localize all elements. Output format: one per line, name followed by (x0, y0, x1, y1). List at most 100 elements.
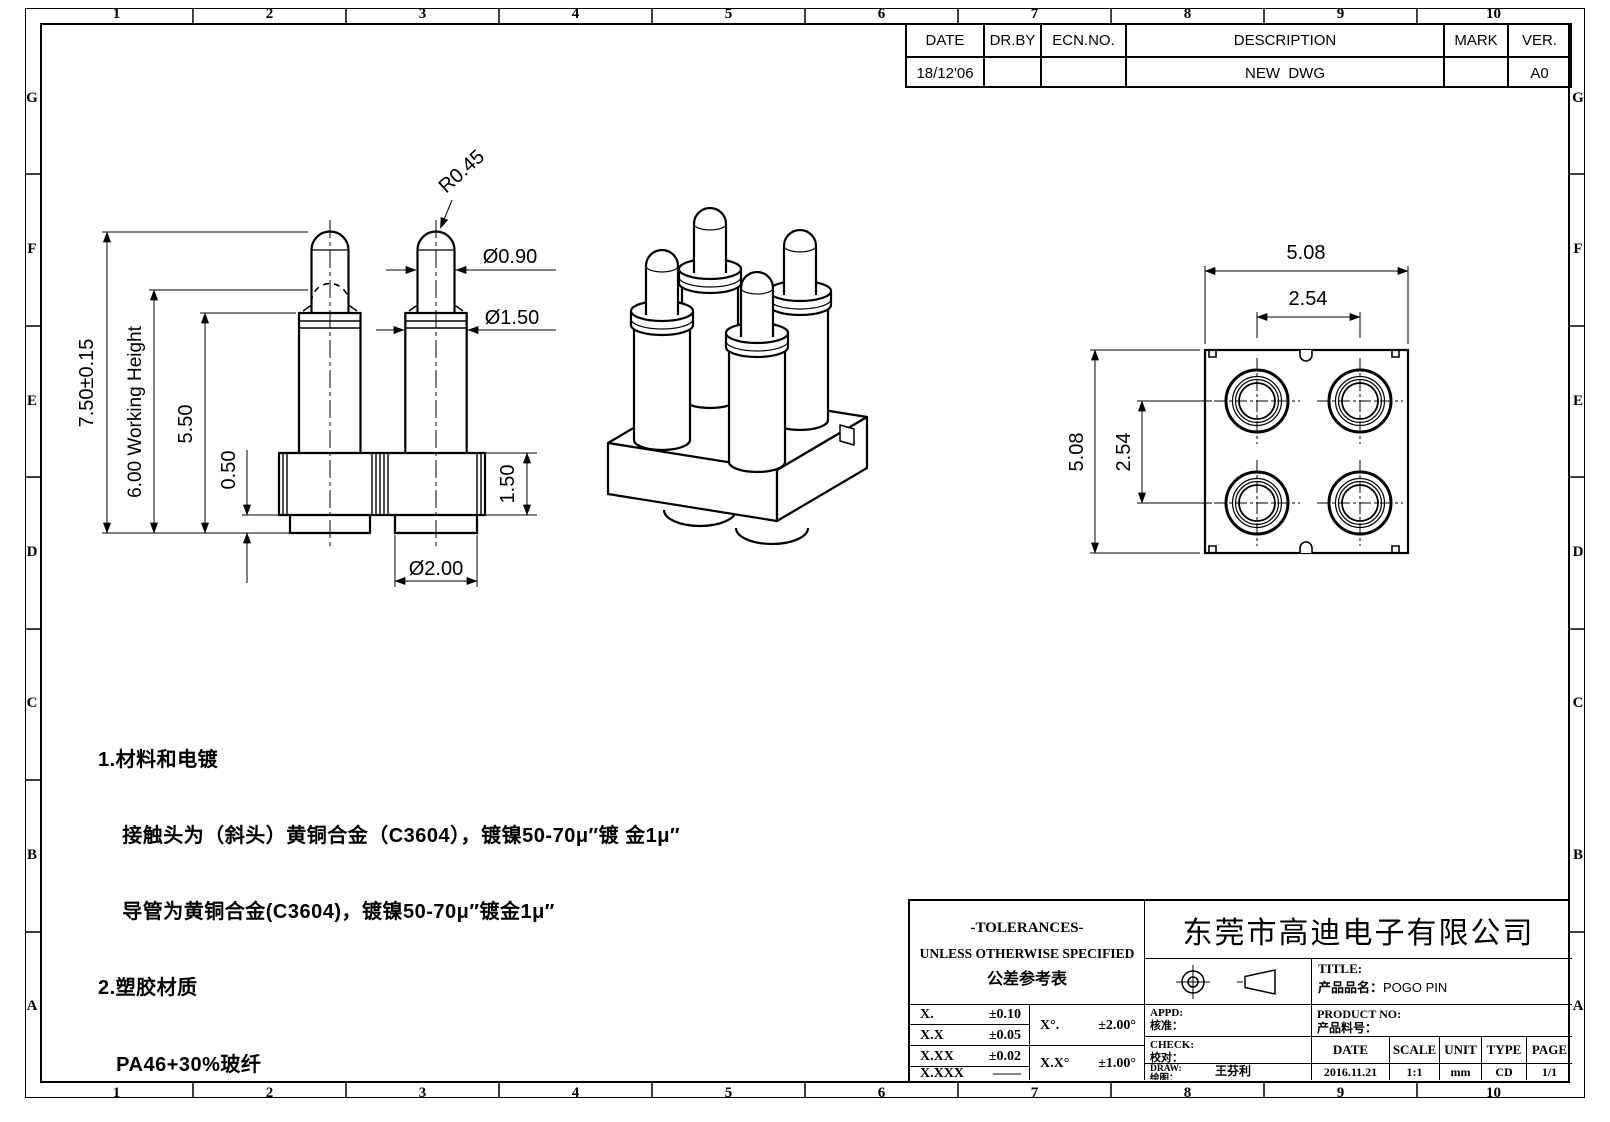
zone-number-bottom: 8 (1183, 1085, 1192, 1101)
rev-value-mark (1445, 56, 1509, 88)
note-line: 1.材料和电镀 (98, 748, 219, 771)
left-pin (297, 230, 362, 453)
company-name: 东莞市高迪电子有限公司 (1145, 901, 1572, 959)
rev-header-date: DATE (907, 23, 985, 56)
page-value: 1/1 (1541, 1064, 1558, 1079)
zone-ticks (25, 8, 1585, 1098)
dim-tail-protrusion: 0.50 (218, 451, 240, 490)
dim-total-height: 7.50±0.15 (76, 339, 98, 428)
zone-letter-left: D (26, 543, 38, 560)
draw-label-cn: 绘图： (1150, 1073, 1179, 1080)
scale-value: 1:1 (1390, 1064, 1440, 1080)
product-no-label-cn: 产品料号： (1317, 1021, 1378, 1035)
zone-number-top: 2 (265, 6, 274, 22)
tolerances-line2: UNLESS OTHERWISE SPECIFIED (919, 946, 1135, 961)
iso-foot (662, 509, 738, 528)
tol-value: ±0.02 (988, 1048, 1021, 1064)
zone-letter-right: C (1572, 695, 1584, 712)
iso-view (606, 206, 869, 546)
side-view-dimensions (102, 199, 556, 587)
dim-body-height: 5.08 (1066, 433, 1088, 472)
zone-number-bottom: 6 (877, 1085, 886, 1101)
zone-letter-right: F (1573, 241, 1583, 258)
zone-number-top: 10 (1486, 6, 1501, 22)
rev-value-description: NEW DWG (1127, 56, 1445, 88)
pin-hole (1214, 460, 1300, 546)
rev-header-drby: DR.BY (985, 23, 1042, 56)
date-value: 2016.11.21 (1312, 1064, 1390, 1080)
note-line: 2.塑胶材质 (98, 977, 198, 1000)
tolerances-line3: 公差参考表 (986, 971, 1067, 988)
tolerances-header: -TOLERANCES- UNLESS OTHERWISE SPECIFIED … (910, 901, 1145, 1005)
title-block: -TOLERANCES- UNLESS OTHERWISE SPECIFIED … (908, 899, 1572, 1083)
zone-number-bottom: 1 (112, 1085, 121, 1101)
zone-letter-left: B (26, 846, 37, 863)
tol-label: X°. (1040, 1017, 1060, 1033)
zone-number-bottom: 7 (1030, 1085, 1039, 1101)
third-angle-projection-icon (1176, 965, 1276, 999)
scale-header: SCALE (1390, 1037, 1440, 1064)
tol-value: —— (993, 1067, 1021, 1080)
centerlines (329, 220, 437, 548)
check-label-cn: 校对： (1150, 1051, 1183, 1064)
note-line: 导管为黄铜合金(C3604)，镀镍50-70μ″镀金1μ″ (98, 901, 555, 924)
rev-value-ecnno (1042, 56, 1127, 88)
tolerance-row-angular: X°. ±2.00° (1030, 1005, 1145, 1046)
housing (277, 451, 487, 535)
rev-header-ecnno: ECN.NO. (1042, 23, 1127, 56)
tol-label: X. (920, 1007, 934, 1022)
dim-tip-radius: R0.45 (435, 146, 489, 198)
tol-value: ±1.00° (1098, 1055, 1136, 1071)
zone-number-top: 7 (1030, 6, 1039, 22)
iso-pin (629, 248, 695, 452)
top-view-dim-text: 5.08 2.54 5.08 2.54 (1066, 242, 1327, 471)
product-no-cell: PRODUCT NO: 产品料号： (1312, 1005, 1572, 1037)
date-header: DATE (1312, 1037, 1390, 1064)
tol-value: ±2.00° (1098, 1017, 1136, 1033)
zone-number-top: 8 (1183, 6, 1192, 22)
tol-label: X.X° (1040, 1055, 1070, 1071)
right-pin (404, 230, 468, 453)
iso-pin (677, 206, 743, 410)
inner-frame (40, 23, 1570, 1083)
title-cell: TITLE: 产品品名：POGO PIN (1312, 959, 1572, 1005)
dim-pitch-x: 2.54 (1289, 288, 1328, 310)
projection-symbol-cell (1145, 959, 1312, 1005)
type-header: TYPE (1482, 1037, 1527, 1064)
product-name: 产品品名：POGO PIN (1318, 977, 1572, 996)
tolerance-row-angular: X.X° ±1.00° (1030, 1046, 1145, 1080)
unit-value: mm (1440, 1064, 1482, 1080)
zone-letter-left: E (26, 392, 37, 409)
zone-letter-left: C (26, 695, 38, 712)
zone-number-top: 6 (877, 6, 886, 22)
zone-letter-left: F (27, 241, 37, 258)
drawer-name: 王芬利 (1215, 1064, 1252, 1078)
pin-hole (1214, 358, 1300, 444)
zone-letter-right: B (1572, 846, 1583, 863)
tolerance-row: X. ±0.10 (910, 1005, 1030, 1025)
zone-number-top: 9 (1336, 6, 1345, 22)
revision-table: DATE DR.BY ECN.NO. DESCRIPTION MARK VER.… (905, 23, 1572, 88)
zone-number-bottom: 9 (1336, 1085, 1345, 1101)
rev-value-drby (985, 56, 1042, 88)
iso-foot (734, 527, 810, 546)
dim-pitch-y: 2.54 (1113, 433, 1135, 472)
tol-label: X.XX (920, 1048, 954, 1064)
zone-number-top: 3 (418, 6, 427, 22)
zone-number-bottom: 5 (724, 1085, 733, 1101)
tolerances-line1: -TOLERANCES- (970, 920, 1084, 936)
zone-number-bottom: 2 (265, 1085, 274, 1101)
dim-dia-plunger: Ø0.90 (483, 246, 537, 268)
tolerance-row: X.XXX—— (910, 1067, 1030, 1080)
zone-letter-right: G (1572, 89, 1584, 106)
dim-barrel-height: 5.50 (175, 405, 197, 444)
zone-letter-right: E (1572, 392, 1583, 409)
tol-value: ±0.10 (988, 1007, 1021, 1022)
dim-dia-tail: Ø2.00 (409, 558, 463, 580)
technical-notes: 1.材料和电镀 接触头为（斜头）黄铜合金（C3604），镀镍50-70μ″镀 金… (98, 697, 778, 1122)
zone-number-top: 5 (724, 6, 733, 22)
product-name-cn: 产品品名： (1318, 980, 1384, 995)
product-no-label: PRODUCT NO: (1317, 1007, 1402, 1021)
top-view: 5.08 2.54 5.08 2.54 (1066, 242, 1410, 555)
zone-number-top: 1 (112, 6, 121, 22)
